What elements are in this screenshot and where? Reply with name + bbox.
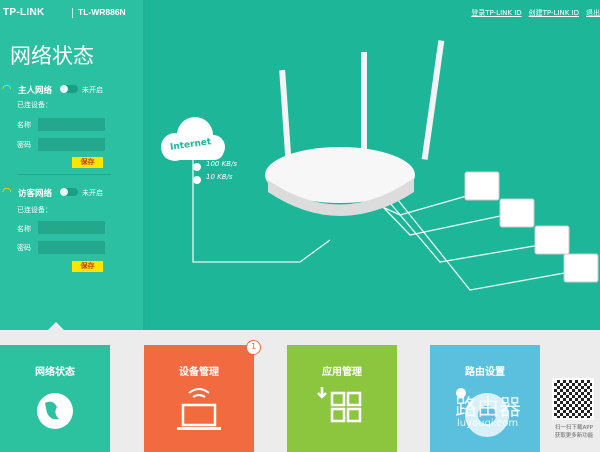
divider (72, 8, 73, 18)
device-line (397, 199, 571, 291)
divider (18, 174, 111, 175)
login-link[interactable]: 登录TP-LINK ID (471, 9, 522, 17)
page-title: 网络状态 (10, 44, 94, 68)
connected-devices-label: 已连设备： (17, 206, 52, 214)
upload-icon (193, 163, 201, 171)
user-device-icon (464, 171, 500, 201)
network-name: 访客网络 (18, 189, 53, 199)
globe-icon (37, 393, 73, 429)
guest-network-toggle[interactable] (60, 188, 78, 196)
active-indicator (48, 322, 64, 330)
save-button[interactable]: 保存 (72, 261, 103, 272)
brand-logo: TP-LINK (3, 7, 45, 18)
qr-caption-line: 扫一扫下载APP (555, 425, 593, 431)
qr-caption-line: 获取更多新功能 (554, 433, 594, 439)
watermark: 路由器 (455, 396, 522, 421)
logout-link[interactable]: 退出 (586, 9, 600, 17)
password-label: 密码 (17, 244, 31, 252)
watermark-url: luyouqi.com (457, 418, 519, 429)
password-input[interactable] (38, 138, 105, 151)
user-device-icon (563, 253, 599, 283)
laptop-wifi-icon (177, 388, 221, 430)
internet-line (192, 155, 331, 263)
password-input[interactable] (38, 241, 105, 254)
download-icon (193, 176, 201, 184)
connected-devices-label: 已连设备： (17, 101, 52, 109)
user-device-icon (534, 225, 570, 255)
qr-caption: 扫一扫下载APP 获取更多新功能 (548, 424, 600, 440)
internet-cloud (161, 117, 225, 161)
device-line (389, 202, 541, 263)
tile-label: 路由设置 (465, 367, 505, 378)
gear-icon (456, 388, 509, 437)
upload-speed: 100 KB/s (206, 160, 237, 168)
qr-code (552, 378, 594, 420)
wifi-icon: ◠ (2, 185, 12, 198)
download-speed: 10 KB/s (206, 173, 233, 181)
network-diagram (161, 40, 599, 291)
save-button[interactable]: 保存 (72, 157, 103, 168)
wifi-icon: ◠ (2, 82, 12, 95)
account-links: 登录TP-LINK ID 创建TP-LINK ID 退出 (464, 8, 600, 18)
network-name: 主人网络 (18, 86, 53, 96)
user-device-icon (499, 198, 535, 228)
tile-network-status[interactable]: 网络状态 (0, 345, 110, 452)
ssid-input[interactable] (38, 118, 105, 131)
tile-app-management[interactable]: 应用管理 (287, 345, 397, 452)
apps-icon (317, 387, 362, 423)
tile-router-settings[interactable]: 路由设置 (430, 345, 540, 452)
client-devices (464, 171, 599, 283)
tile-label: 应用管理 (322, 367, 362, 378)
router-icon (265, 40, 445, 216)
tile-label: 设备管理 (179, 367, 219, 378)
create-id-link[interactable]: 创建TP-LINK ID (528, 9, 579, 17)
tile-device-management[interactable]: 设备管理 (144, 345, 254, 452)
toggle-state: 未开启 (82, 86, 103, 94)
toggle-state: 未开启 (82, 189, 103, 197)
model-name: TL-WR886N (78, 7, 126, 17)
ssid-input[interactable] (38, 221, 105, 234)
name-label: 名称 (17, 121, 31, 129)
password-label: 密码 (17, 141, 31, 149)
host-network-toggle[interactable] (60, 85, 78, 93)
notification-badge: 1 (246, 340, 261, 355)
sidebar: TP-LINK TL-WR886N 网络状态 ◠ 主人网络 未开启 已连设备： … (0, 0, 145, 330)
device-line (381, 205, 506, 236)
name-label: 名称 (17, 225, 31, 233)
tile-label: 网络状态 (35, 367, 75, 378)
